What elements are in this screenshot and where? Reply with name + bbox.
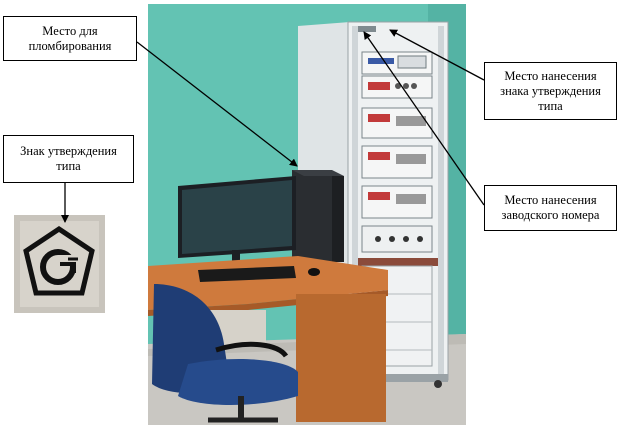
seal-place-text: Место для пломбирования — [28, 23, 112, 53]
office-chair — [152, 284, 298, 423]
serial-number-place-label: Место нанесения заводского номера — [484, 185, 617, 231]
pentagon-gost-icon — [23, 225, 95, 296]
type-approval-mark-text: Знак утверждения типа — [20, 144, 117, 173]
seal-place-label: Место для пломбирования — [3, 16, 137, 61]
mark-application-place-text: Место нанесения знака утверждения типа — [500, 68, 601, 113]
type-approval-mark-label: Знак утверждения типа — [3, 135, 134, 183]
approval-mark-photo — [14, 215, 105, 313]
pc-tower — [292, 170, 344, 262]
mark-application-place-label: Место нанесения знака утверждения типа — [484, 62, 617, 120]
serial-number-place-text: Место нанесения заводского номера — [501, 193, 600, 222]
equipment-photo — [148, 4, 466, 425]
